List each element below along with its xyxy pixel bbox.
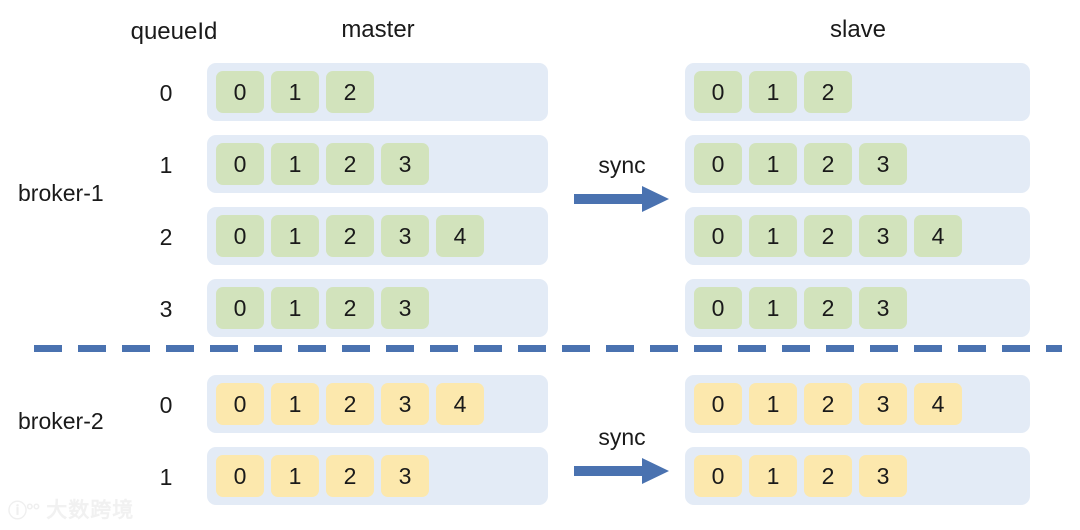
queue-id-label: 1 xyxy=(159,464,173,490)
queue-id-label: 3 xyxy=(159,296,173,322)
sync-label: sync xyxy=(598,424,646,450)
broker-label-1: broker-1 xyxy=(18,180,104,206)
message-cell: 0 xyxy=(216,287,264,329)
message-cell: 0 xyxy=(694,383,742,425)
message-cell: 1 xyxy=(271,287,319,329)
message-cell: 3 xyxy=(859,455,907,497)
message-cell: 3 xyxy=(381,383,429,425)
arrow-right-icon xyxy=(574,186,670,217)
message-cell: 2 xyxy=(326,71,374,113)
watermark-text: 大数跨境 xyxy=(46,499,135,522)
column-header-slave: slave xyxy=(829,16,887,43)
message-cell: 4 xyxy=(436,215,484,257)
queue-id-label: 0 xyxy=(159,392,173,418)
message-cell: 1 xyxy=(271,455,319,497)
message-cell: 0 xyxy=(694,71,742,113)
message-cell: 2 xyxy=(804,215,852,257)
message-cell: 3 xyxy=(381,287,429,329)
message-cell: 2 xyxy=(326,383,374,425)
message-cell: 1 xyxy=(271,71,319,113)
column-header-master: master xyxy=(341,16,415,43)
message-cell: 0 xyxy=(694,455,742,497)
watermark: ⓘ°° 大数跨境 xyxy=(8,494,134,524)
message-cell: 2 xyxy=(804,383,852,425)
message-cell: 2 xyxy=(804,71,852,113)
message-cell: 1 xyxy=(749,287,797,329)
broker-label-2: broker-2 xyxy=(18,408,104,434)
message-cell: 2 xyxy=(326,143,374,185)
queue-id-label: 0 xyxy=(159,80,173,106)
message-cell: 1 xyxy=(749,71,797,113)
queue-id-label: 2 xyxy=(159,224,173,250)
message-cell: 1 xyxy=(749,383,797,425)
message-cell: 1 xyxy=(749,143,797,185)
message-cell: 1 xyxy=(271,215,319,257)
message-cell: 0 xyxy=(694,287,742,329)
message-cell: 3 xyxy=(381,455,429,497)
watermark-logo-icon: ⓘ°° xyxy=(8,500,40,522)
column-header-queueid: queueId xyxy=(130,18,218,45)
message-cell: 0 xyxy=(694,215,742,257)
message-cell: 3 xyxy=(381,143,429,185)
message-cell: 2 xyxy=(804,287,852,329)
message-cell: 3 xyxy=(859,383,907,425)
queue-id-label: 1 xyxy=(159,152,173,178)
sync-label: sync xyxy=(598,152,646,178)
broker-divider xyxy=(34,345,1062,352)
message-cell: 3 xyxy=(381,215,429,257)
arrow-right-icon xyxy=(574,458,670,489)
message-cell: 1 xyxy=(749,455,797,497)
message-cell: 4 xyxy=(914,383,962,425)
message-cell: 0 xyxy=(216,383,264,425)
message-cell: 2 xyxy=(326,287,374,329)
message-cell: 0 xyxy=(216,215,264,257)
message-cell: 1 xyxy=(749,215,797,257)
message-cell: 2 xyxy=(804,143,852,185)
message-cell: 3 xyxy=(859,143,907,185)
message-cell: 0 xyxy=(216,71,264,113)
message-cell: 2 xyxy=(326,215,374,257)
message-cell: 0 xyxy=(694,143,742,185)
message-cell: 1 xyxy=(271,383,319,425)
message-cell: 3 xyxy=(859,215,907,257)
message-cell: 2 xyxy=(326,455,374,497)
message-cell: 4 xyxy=(914,215,962,257)
message-cell: 0 xyxy=(216,455,264,497)
message-cell: 2 xyxy=(804,455,852,497)
message-cell: 4 xyxy=(436,383,484,425)
message-cell: 1 xyxy=(271,143,319,185)
message-cell: 3 xyxy=(859,287,907,329)
message-cell: 0 xyxy=(216,143,264,185)
